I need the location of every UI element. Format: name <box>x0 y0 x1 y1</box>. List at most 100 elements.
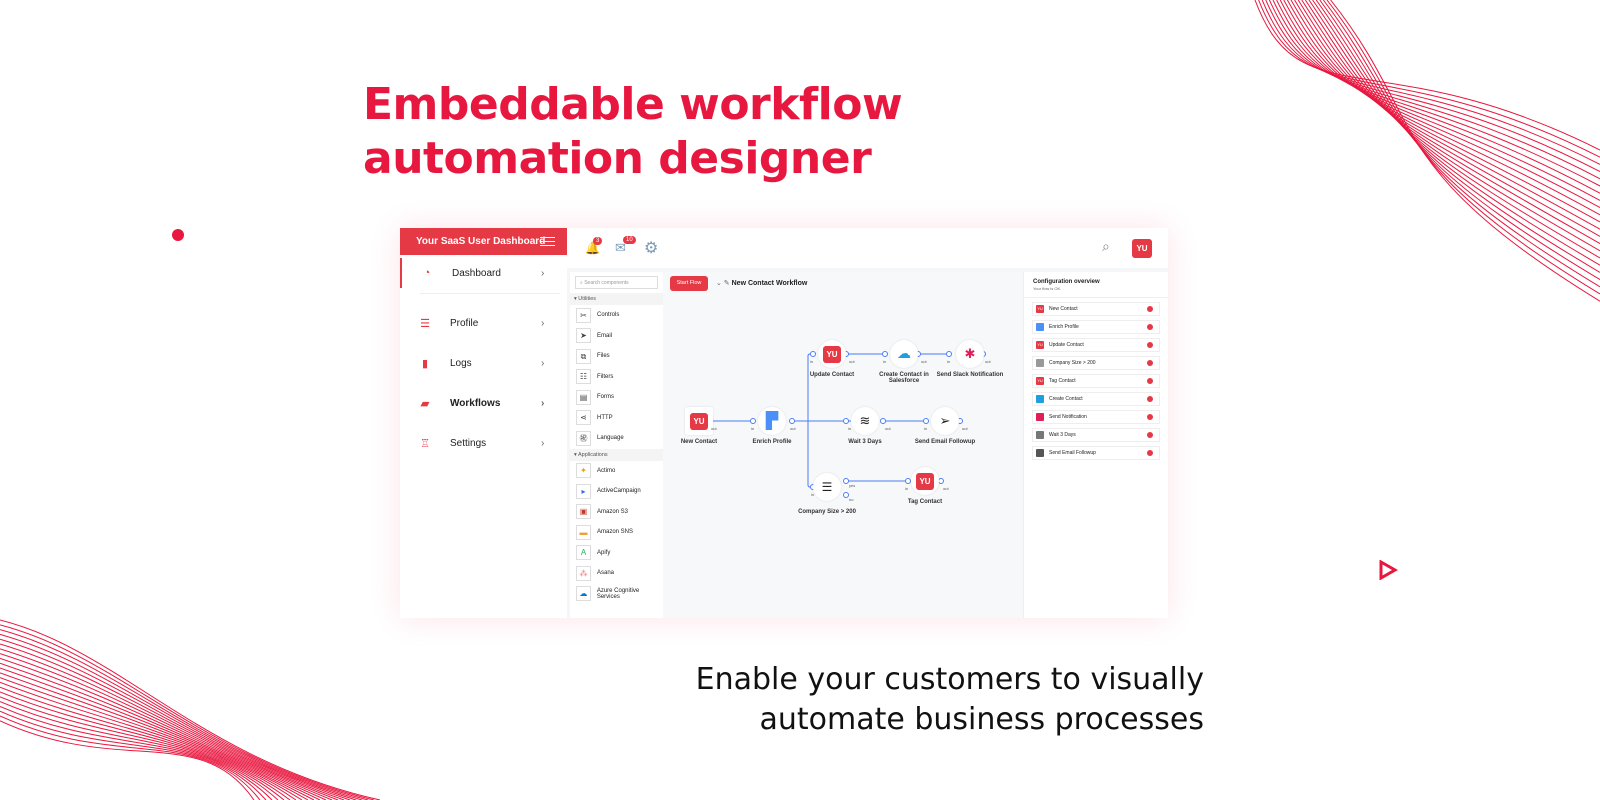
step-icon <box>1036 449 1044 457</box>
play-icon <box>1379 560 1398 580</box>
step-icon <box>1036 431 1044 439</box>
port-handle[interactable] <box>810 351 816 357</box>
enrich-icon: ▛ <box>765 413 779 430</box>
component-files[interactable]: ⧉Files <box>570 346 663 367</box>
port-handle[interactable] <box>750 418 756 424</box>
bell-icon[interactable]: 🔔3 <box>585 237 603 255</box>
step-icon <box>1036 359 1044 367</box>
node-wait-3-days[interactable]: ≋ <box>851 407 879 435</box>
port-handle[interactable] <box>843 478 849 484</box>
node-label: Company Size > 200 <box>798 509 856 515</box>
port-label: out <box>943 486 949 491</box>
port-handle[interactable] <box>843 492 849 498</box>
port-handle[interactable] <box>923 418 929 424</box>
port-handle[interactable] <box>946 351 952 357</box>
config-item-enrich-profile[interactable]: Enrich Profile <box>1032 320 1160 334</box>
port-handle[interactable] <box>905 478 911 484</box>
component-controls[interactable]: ✂Controls <box>570 305 663 326</box>
port-handle[interactable] <box>882 351 888 357</box>
status-ok-icon <box>1147 360 1153 366</box>
node-tag-contact[interactable]: YU <box>911 467 939 495</box>
filter-icon: ☰ <box>821 480 833 494</box>
port-handle[interactable] <box>938 478 944 484</box>
language-icon: ㊗ <box>576 430 591 446</box>
config-item-company-size-200[interactable]: Company Size > 200 <box>1032 356 1160 370</box>
component-azure-cognitive-services[interactable]: ☁Azure Cognitive Services <box>570 584 663 605</box>
mail-icon[interactable]: ✉10 <box>615 236 636 256</box>
node-send-slack-notification[interactable]: ✱ <box>956 340 984 368</box>
message-badge: 10 <box>623 236 636 244</box>
search-components-input[interactable]: ⌕ Search components <box>575 276 658 289</box>
node-send-email-followup[interactable]: ➢ <box>931 407 959 435</box>
component-activecampaign[interactable]: ▸ActiveCampaign <box>570 481 663 502</box>
component-filters[interactable]: ☷Filters <box>570 367 663 388</box>
status-ok-icon <box>1147 432 1153 438</box>
divider <box>420 293 560 294</box>
step-icon: YU <box>1036 305 1044 313</box>
brand-title: Your SaaS User Dashboard <box>416 236 546 247</box>
config-item-create-contact[interactable]: Create Contact <box>1032 392 1160 406</box>
sidebar-item-settings[interactable]: ♖Settings› <box>400 428 567 458</box>
notification-badge: 3 <box>593 237 603 245</box>
node-label: Tag Contact <box>907 499 943 505</box>
component-email[interactable]: ➤Email <box>570 326 663 347</box>
sidebar-item-logs[interactable]: ▮Logs› <box>400 348 567 378</box>
http-icon: ⋖ <box>576 410 591 426</box>
config-item-send-email-followup[interactable]: Send Email Followup <box>1032 446 1160 460</box>
node-new-contact[interactable]: YU <box>685 407 713 435</box>
yu-logo-icon: YU <box>916 472 934 490</box>
config-title: Configuration overview <box>1033 279 1100 285</box>
bar-chart-icon: ▮ <box>421 357 429 370</box>
port-label: in <box>924 426 928 431</box>
port-label: in <box>751 426 755 431</box>
node-company-size-200[interactable]: ☰ <box>813 473 841 501</box>
node-enrich-profile[interactable]: ▛ <box>758 407 786 435</box>
config-item-send-notification[interactable]: Send Notification <box>1032 410 1160 424</box>
config-item-wait-3-days[interactable]: Wait 3 Days <box>1032 428 1160 442</box>
component-forms[interactable]: ▤Forms <box>570 387 663 408</box>
port-handle[interactable] <box>843 418 849 424</box>
amazon-sns-icon: ▬ <box>576 524 591 540</box>
start-flow-button[interactable]: Start Flow <box>670 276 708 291</box>
component-http[interactable]: ⋖HTTP <box>570 408 663 429</box>
wait-icon: ≋ <box>859 413 871 428</box>
port-label: in <box>883 359 887 364</box>
gear-icon[interactable]: ⚙ <box>644 240 659 257</box>
search-icon[interactable]: ⌕ <box>1102 238 1110 254</box>
sidebar-item-profile[interactable]: ☰Profile› <box>400 308 567 338</box>
workflow-name[interactable]: ⌄ ✎ New Contact Workflow <box>716 280 808 287</box>
hamburger-menu-icon[interactable] <box>540 237 555 246</box>
port-handle[interactable] <box>880 418 886 424</box>
port-label: in <box>811 492 815 497</box>
status-ok-icon <box>1147 396 1153 402</box>
sidebar-item-dashboard[interactable]: ◔Dashboard› <box>400 258 567 288</box>
config-status: Your flow is OK. <box>1024 285 1168 298</box>
section-utilities[interactable]: ▾ Utilities <box>570 293 663 305</box>
avatar[interactable]: YU <box>1132 239 1152 258</box>
components-panel: ⌕ Search components ▾ Utilities ✂Control… <box>570 272 663 618</box>
chevron-right-icon: › <box>541 397 545 409</box>
component-asana[interactable]: ⁂Asana <box>570 563 663 584</box>
component-actimo[interactable]: ✦Actimo <box>570 461 663 482</box>
component-amazon-s3[interactable]: ▣Amazon S3 <box>570 502 663 523</box>
sidebar: Your SaaS User Dashboard ◔Dashboard› ☰Pro… <box>400 228 567 618</box>
amazon-s3-icon: ▣ <box>576 504 591 520</box>
gauge-icon: ◔ <box>423 267 431 279</box>
port-label: out <box>849 359 855 364</box>
port-handle[interactable] <box>789 418 795 424</box>
port-label: in <box>947 359 951 364</box>
node-label: Create Contact in Salesforce <box>879 372 929 384</box>
activecampaign-icon: ▸ <box>576 483 591 499</box>
section-applications[interactable]: ▾ Applications <box>570 448 663 461</box>
sidebar-item-workflows[interactable]: ▰Workflows› <box>400 388 567 418</box>
port-label: in <box>848 426 852 431</box>
node-update-contact[interactable]: YU <box>818 340 846 368</box>
component-amazon-sns[interactable]: ▬Amazon SNS <box>570 522 663 543</box>
node-create-contact-in-salesforce[interactable]: ☁ <box>890 340 918 368</box>
